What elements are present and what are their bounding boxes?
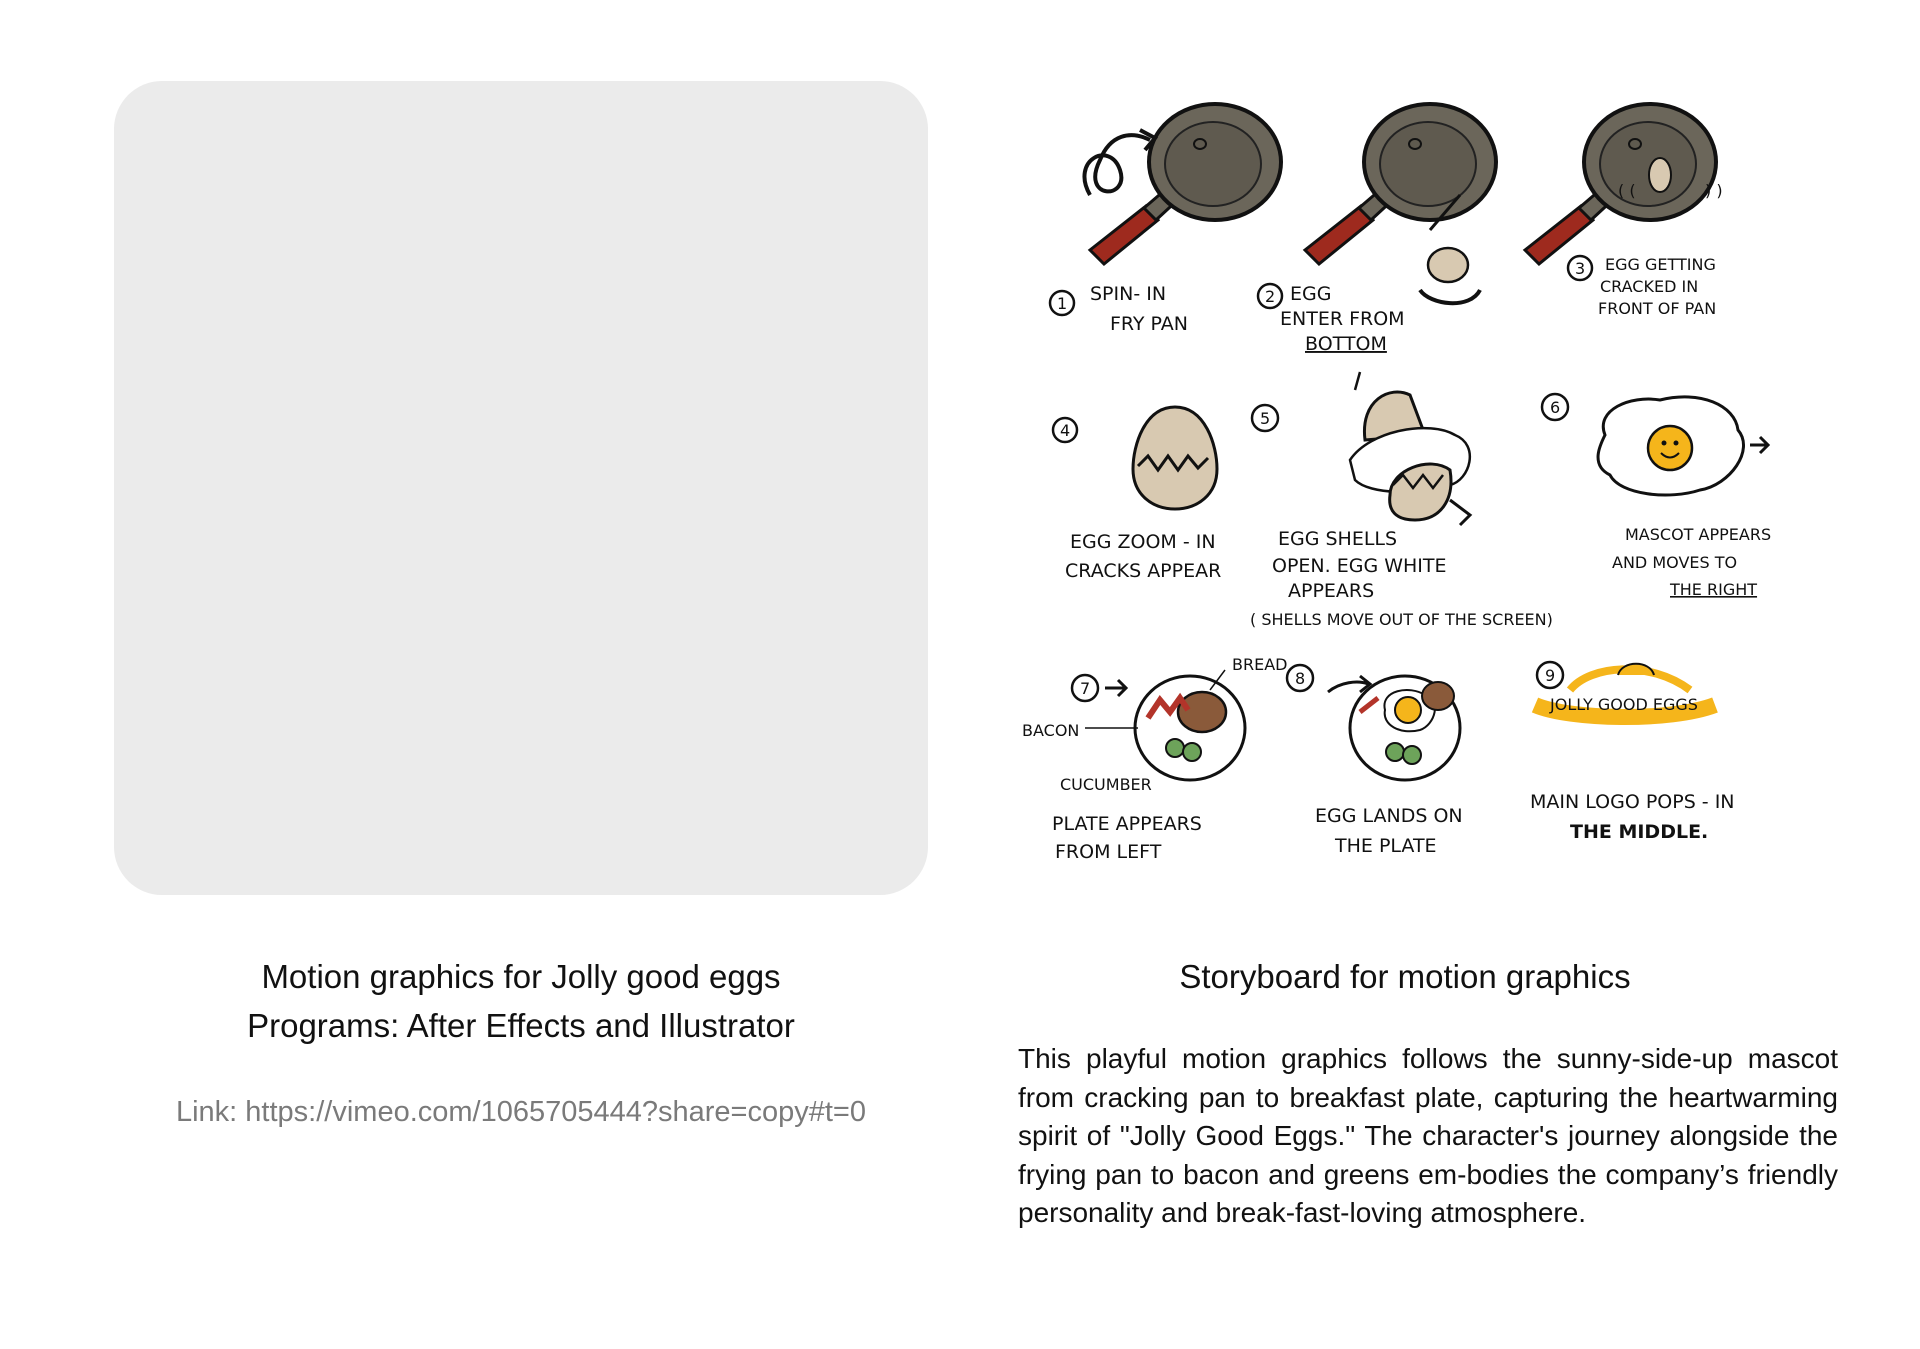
storyboard-panel-4-text-1: EGG ZOOM - IN	[1070, 531, 1216, 553]
storyboard-panel-2-number: 2	[1265, 287, 1275, 306]
storyboard-logo-text: JOLLY GOOD EGGS	[1549, 695, 1698, 714]
storyboard-panel-2-text-2: ENTER FROM	[1280, 308, 1405, 330]
storyboard-panel-5-text-2: OPEN. EGG WHITE	[1272, 555, 1447, 577]
storyboard-panel-2: 2 EGG ENTER FROM BOTTOM	[1256, 102, 1498, 355]
storyboard-panel-7-text-1: PLATE APPEARS	[1052, 813, 1202, 835]
storyboard-panel-7-text-2: FROM LEFT	[1055, 841, 1162, 863]
storyboard-title: Storyboard for motion graphics	[1179, 958, 1631, 995]
storyboard-panel-3: ( ( ) ) 3 EGG GETTING CRACKED IN FRONT O…	[1523, 102, 1723, 318]
storyboard-panel-4-text-2: CRACKS APPEAR	[1065, 560, 1221, 582]
storyboard-illustration: 1 SPIN- IN FRY PAN 2 EGG ENTER FROM BOTT…	[1022, 102, 1771, 863]
storyboard-panel-6-text-1: MASCOT APPEARS	[1625, 525, 1771, 544]
storyboard-panel-1-text-2: FRY PAN	[1110, 313, 1188, 335]
storyboard-panel-6-number: 6	[1550, 398, 1560, 417]
storyboard-panel-6: 6 MASCOT APPEARS AND MOVES TO THE RIGHT	[1540, 392, 1771, 599]
svg-text:( (: ( (	[1618, 181, 1636, 200]
storyboard-label-cucumber: CUCUMBER	[1060, 775, 1152, 794]
video-link[interactable]: Link: https://vimeo.com/1065705444?share…	[175, 1096, 866, 1128]
storyboard-panel-9-text-1: MAIN LOGO POPS - IN	[1530, 791, 1735, 813]
storyboard-panel-1-text-1: SPIN- IN	[1090, 283, 1166, 305]
storyboard-panel-6-text-2: AND MOVES TO	[1612, 553, 1737, 572]
storyboard-panel-9-number: 9	[1545, 666, 1555, 685]
storyboard-panel-7-number: 7	[1080, 679, 1090, 698]
storyboard-panel-5-text-4: ( SHELLS MOVE OUT OF THE SCREEN)	[1250, 610, 1553, 629]
project-programs: Programs: After Effects and Illustrator	[247, 1007, 795, 1044]
storyboard-label-bread: BREAD	[1232, 655, 1287, 674]
project-title: Motion graphics for Jolly good eggs	[261, 958, 781, 995]
storyboard-panel-8-text-1: EGG LANDS ON	[1315, 805, 1463, 827]
storyboard-panel-8: 8 EGG LANDS ON THE PLATE	[1285, 663, 1463, 857]
svg-text:) ): ) )	[1705, 181, 1723, 200]
storyboard-panel-6-text-3: THE RIGHT	[1669, 580, 1757, 599]
storyboard-panel-4-number: 4	[1060, 421, 1070, 440]
storyboard-panel-3-text-1: EGG GETTING	[1605, 255, 1716, 274]
storyboard-panel-3-number: 3	[1575, 259, 1585, 278]
storyboard-description: This playful motion graphics follows the…	[1018, 1043, 1838, 1229]
storyboard-panel-7: 7 BREAD BACON CUCUMBER PLATE APPEARS FRO…	[1022, 655, 1287, 863]
storyboard-panel-3-text-2: CRACKED IN	[1600, 277, 1698, 296]
storyboard-panel-1-number: 1	[1057, 294, 1067, 313]
storyboard-panel-5: 5 EGG SHELLS OPEN. EGG WHITE APPEARS ( S…	[1250, 371, 1553, 629]
storyboard-panel-5-number: 5	[1260, 409, 1270, 428]
storyboard-panel-3-text-3: FRONT OF PAN	[1598, 299, 1716, 318]
storyboard-panel-9: JOLLY GOOD EGGS 9 MAIN LOGO POPS - IN TH…	[1530, 660, 1735, 843]
storyboard-panel-1: 1 SPIN- IN FRY PAN	[1048, 102, 1283, 335]
storyboard-panel-2-text-1: EGG	[1290, 283, 1331, 305]
storyboard-panel-2-text-3: BOTTOM	[1305, 333, 1387, 355]
storyboard-panel-9-text-2: THE MIDDLE.	[1570, 821, 1708, 843]
storyboard-panel-5-text-1: EGG SHELLS	[1278, 528, 1397, 550]
storyboard-label-bacon: BACON	[1022, 721, 1079, 740]
video-placeholder[interactable]	[114, 81, 928, 895]
storyboard-panel-4: 4 EGG ZOOM - IN CRACKS APPEAR	[1051, 405, 1221, 582]
storyboard-panel-8-text-2: THE PLATE	[1334, 835, 1437, 857]
storyboard-panel-8-number: 8	[1295, 669, 1305, 688]
storyboard-panel-5-text-3: APPEARS	[1288, 580, 1374, 602]
project-caption: Motion graphics for Jolly good eggs Prog…	[114, 952, 928, 1050]
